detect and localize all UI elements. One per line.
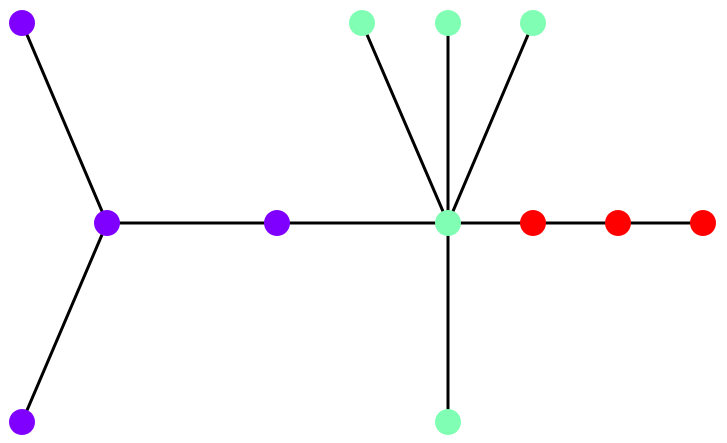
edge-n0-n1 bbox=[20, 21, 109, 225]
node-n11 bbox=[690, 210, 716, 236]
node-n3 bbox=[264, 210, 290, 236]
node-n9 bbox=[520, 210, 546, 236]
node-n0 bbox=[9, 10, 35, 36]
node-n8 bbox=[435, 409, 461, 435]
edges-layer bbox=[20, 21, 705, 424]
edge-n7-n4 bbox=[446, 21, 535, 225]
node-n5 bbox=[349, 10, 375, 36]
node-n10 bbox=[605, 210, 631, 236]
edge-n5-n4 bbox=[360, 21, 450, 225]
nodes-layer bbox=[9, 10, 716, 435]
node-n4 bbox=[435, 210, 461, 236]
node-n6 bbox=[435, 10, 461, 36]
edge-n2-n1 bbox=[20, 221, 109, 424]
node-n7 bbox=[520, 10, 546, 36]
node-n1 bbox=[94, 210, 120, 236]
node-n2 bbox=[9, 409, 35, 435]
